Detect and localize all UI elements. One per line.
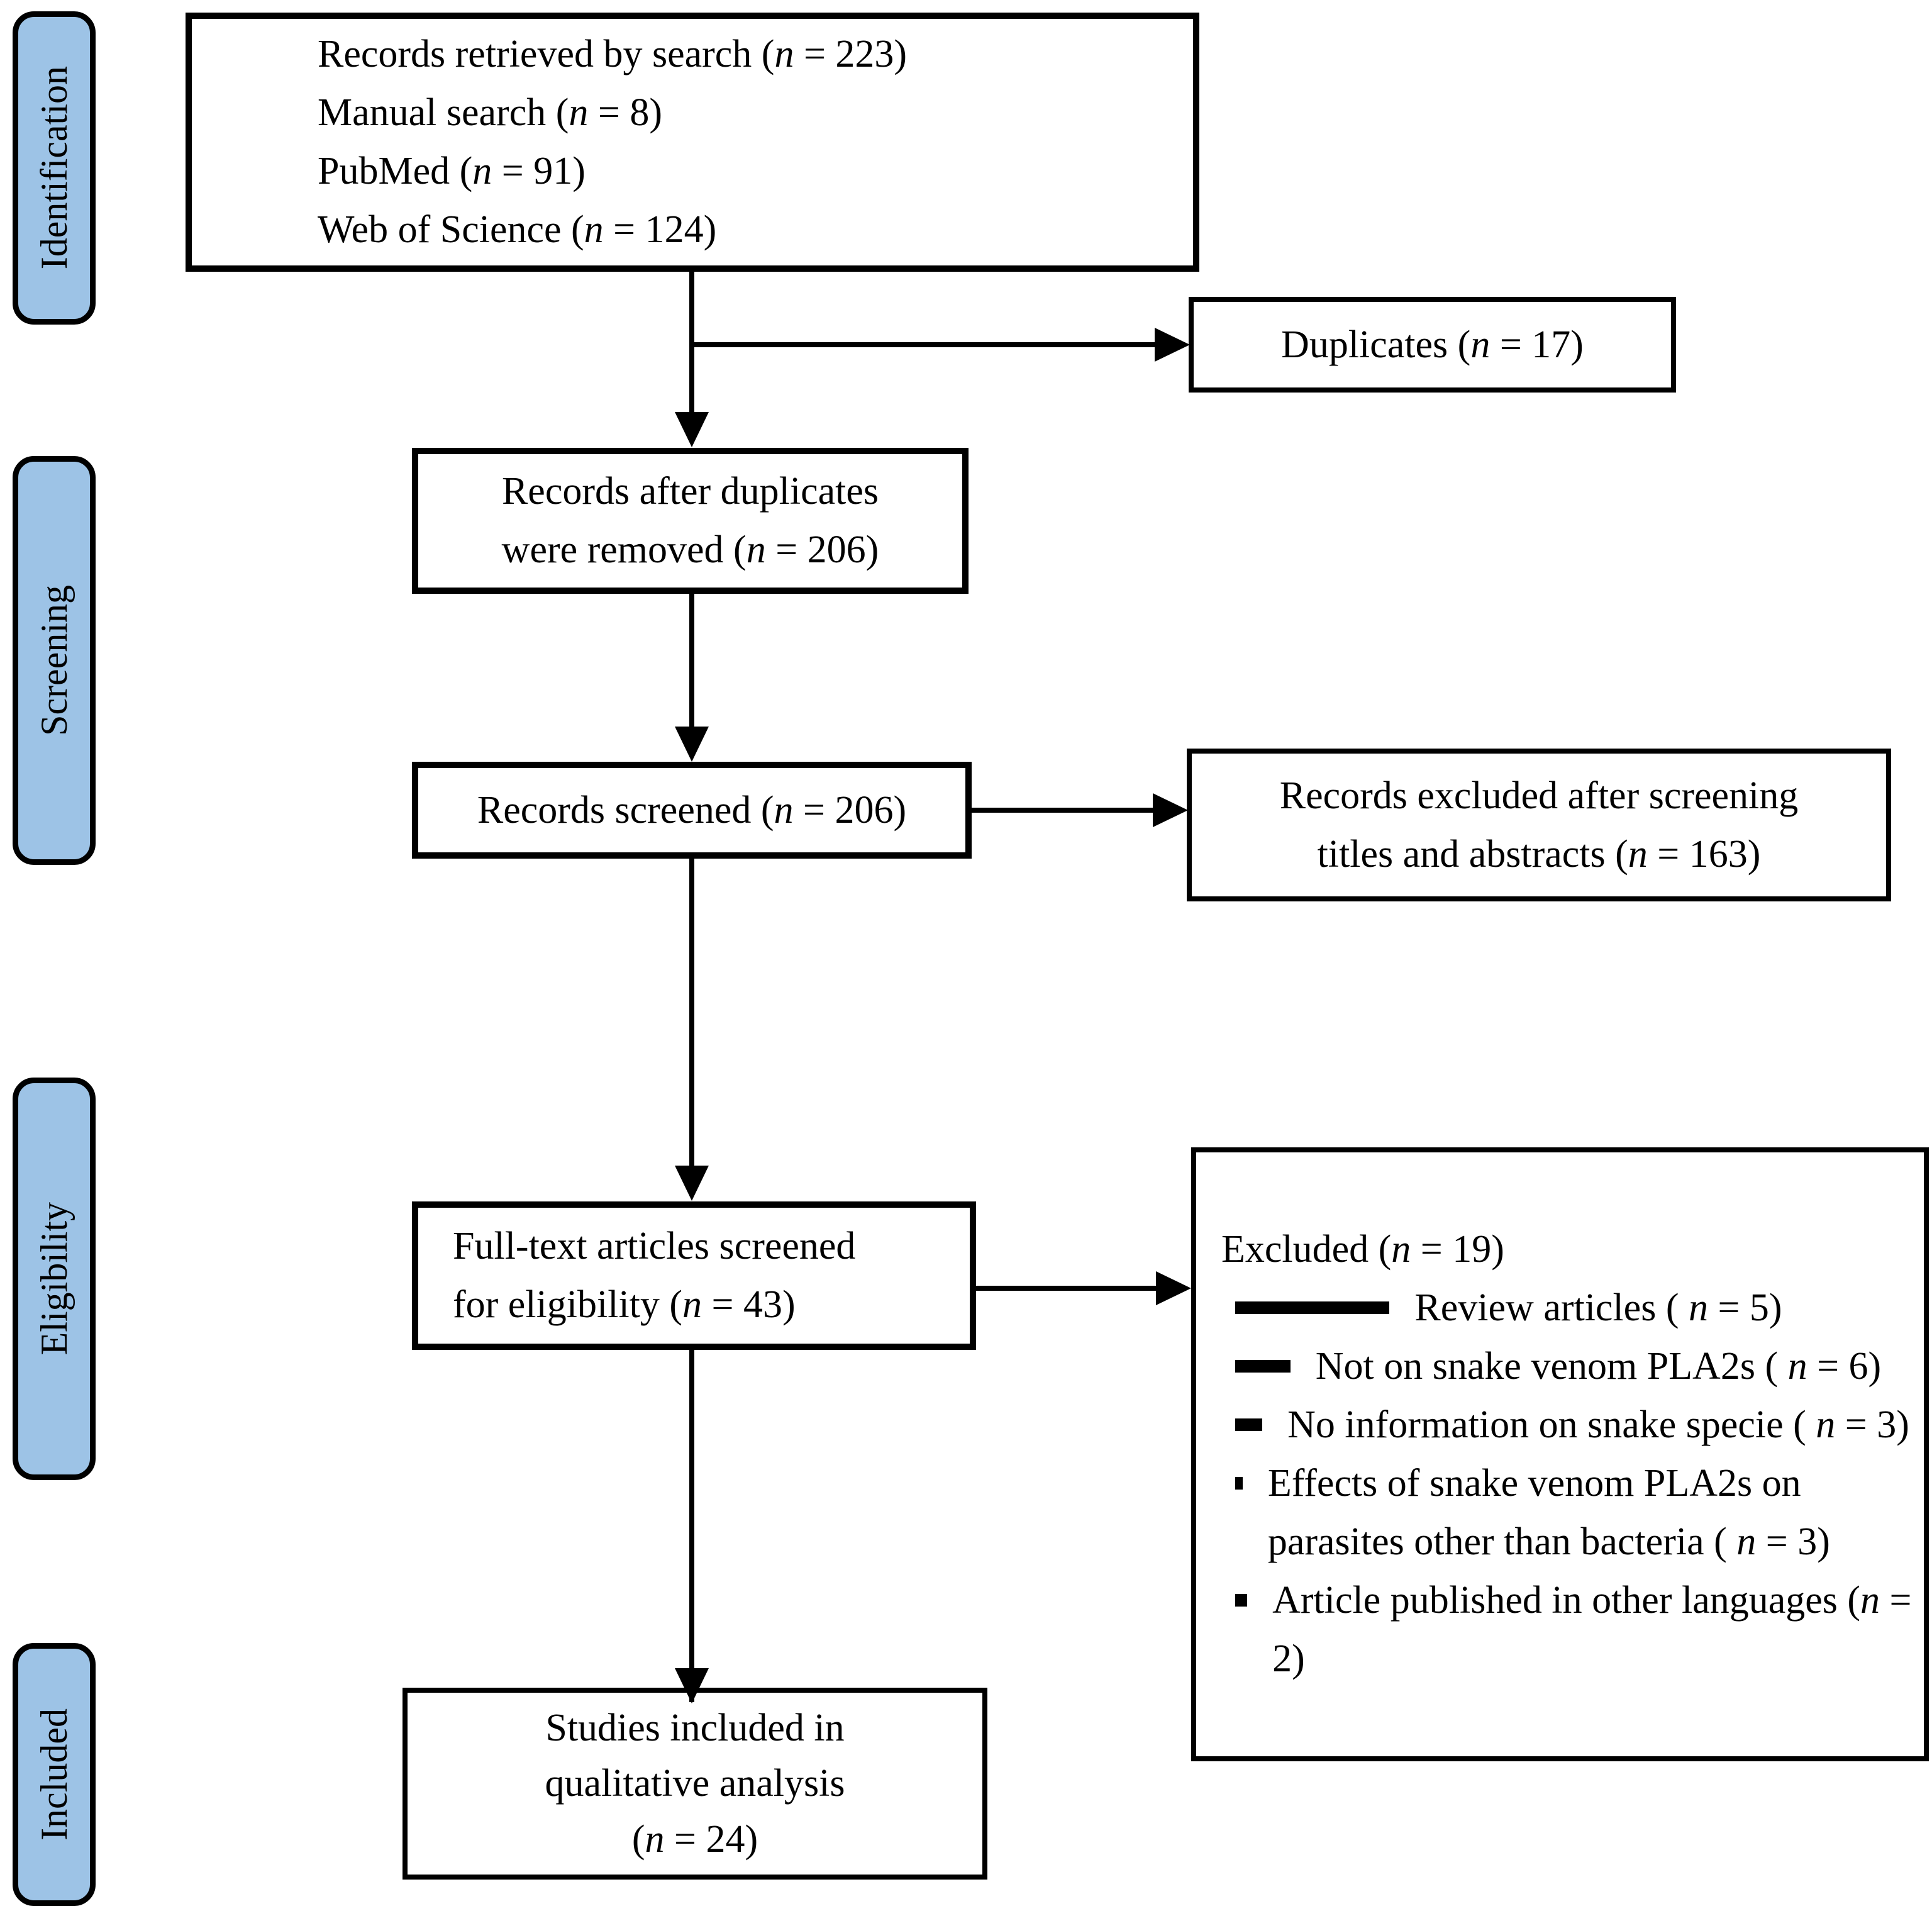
stage-label-identification: Identification	[33, 66, 75, 270]
box-line: Records retrieved by search (n = 223)	[318, 33, 908, 75]
excluded-reason: Effects of snake venom PLA2s on parasite…	[1267, 1462, 1830, 1563]
list-item: Not on snake venom PLA2s ( n = 6)	[1221, 1337, 1924, 1396]
box-line: for eligibility (n = 43)	[453, 1283, 796, 1326]
arrowhead-down-fulltext	[675, 1166, 709, 1201]
studies-included-box: Studies included in qualitative analysis…	[402, 1688, 987, 1880]
box-line: Duplicates (n = 17)	[1281, 323, 1584, 366]
box-line: titles and abstracts (n = 163)	[1317, 832, 1761, 876]
arrow-line-fulltext-to-included	[689, 1349, 694, 1702]
box-line: Manual search (n = 8)	[318, 91, 662, 134]
box-line: Records excluded after screening	[1279, 774, 1799, 817]
arrow-line-fulltext-to-excluded	[975, 1286, 1157, 1291]
box-line: qualitative analysis	[545, 1762, 845, 1805]
fulltext-screened-box: Full-text articles screened for eligibil…	[412, 1201, 976, 1350]
records-screened-box: Records screened (n = 206)	[412, 762, 972, 859]
arrowhead-right-duplicates	[1155, 328, 1190, 362]
stage-box-screening: Screening	[13, 456, 96, 865]
records-after-duplicates-box: Records after duplicates were removed (n…	[412, 448, 969, 594]
box-line: Studies included in	[545, 1707, 845, 1750]
square-bullet-icon	[1235, 1477, 1243, 1490]
fulltext-excluded-box: Excluded (n = 19) Review articles ( n = …	[1191, 1147, 1929, 1761]
box-line: Records after duplicates	[501, 470, 879, 513]
box-line: Records screened (n = 206)	[477, 788, 907, 832]
arrow-line-branch-to-duplicates	[689, 342, 1157, 347]
square-bullet-icon	[1235, 1360, 1291, 1373]
arrowhead-right-fulltext-excluded	[1156, 1271, 1191, 1305]
excluded-reason: Not on snake venom PLA2s ( n = 6)	[1315, 1345, 1882, 1388]
list-item: No information on snake specie ( n = 3)	[1221, 1396, 1924, 1454]
square-bullet-icon	[1235, 1594, 1248, 1607]
excluded-reason: Article published in other languages (n …	[1272, 1579, 1912, 1680]
square-bullet-icon	[1235, 1301, 1390, 1314]
box-line: (n = 24)	[631, 1817, 758, 1861]
stage-box-identification: Identification	[13, 11, 96, 325]
stage-box-eligibility: Eligibility	[13, 1078, 96, 1480]
excluded-title: Excluded (n = 19)	[1221, 1228, 1504, 1271]
stage-label-screening: Screening	[33, 585, 75, 736]
arrowhead-right-screen-excluded	[1153, 793, 1188, 827]
arrowhead-down-included	[675, 1668, 709, 1703]
excluded-reason: No information on snake specie ( n = 3)	[1287, 1403, 1909, 1446]
stage-box-included: Included	[13, 1643, 96, 1906]
box-line: Full-text articles screened	[453, 1225, 856, 1268]
list-item: Effects of snake venom PLA2s on parasite…	[1221, 1454, 1924, 1571]
excluded-reason: Review articles ( n = 5)	[1414, 1286, 1782, 1329]
stage-label-eligibility: Eligibility	[33, 1202, 75, 1356]
arrow-line-dedup-to-screened	[689, 591, 694, 728]
list-item: Review articles ( n = 5)	[1221, 1279, 1924, 1337]
records-retrieved-box: Records retrieved by search (n = 223) Ma…	[186, 13, 1199, 272]
square-bullet-icon	[1235, 1418, 1263, 1431]
arrow-line-screened-to-fulltext	[689, 857, 694, 1167]
list-item: Article published in other languages (n …	[1221, 1571, 1924, 1688]
box-line: were removed (n = 206)	[501, 528, 879, 571]
arrow-line-screened-to-excluded	[970, 808, 1154, 813]
box-line: PubMed (n = 91)	[318, 150, 586, 192]
arrowhead-down-dedup	[675, 412, 709, 447]
arrowhead-down-screened	[675, 727, 709, 762]
box-line: Web of Science (n = 124)	[318, 208, 717, 251]
excluded-reasons-list: Review articles ( n = 5) Not on snake ve…	[1221, 1279, 1924, 1688]
stage-label-included: Included	[33, 1708, 75, 1841]
duplicates-box: Duplicates (n = 17)	[1189, 297, 1676, 393]
records-excluded-box: Records excluded after screening titles …	[1187, 749, 1891, 901]
